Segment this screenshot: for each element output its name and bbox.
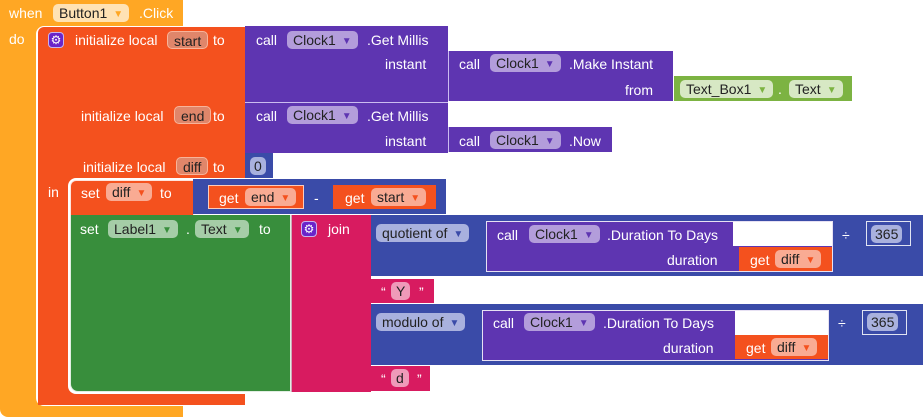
divide-operator: ÷ [838, 315, 846, 331]
end-var-dropdown[interactable]: end▼ [245, 188, 297, 206]
dot-label: . [778, 81, 782, 97]
initialize-local-bottom [38, 395, 245, 405]
modulo-op-dropdown[interactable]: modulo of▼ [376, 313, 466, 331]
chevron-down-icon: ▼ [544, 59, 555, 70]
in-label: in [48, 184, 59, 200]
chevron-down-icon: ▼ [805, 255, 816, 266]
chevron-down-icon: ▼ [341, 111, 352, 122]
clock1-dropdown[interactable]: Clock1▼ [524, 313, 595, 331]
clock1-dropdown[interactable]: Clock1▼ [287, 31, 358, 49]
start-var-dropdown[interactable]: start▼ [371, 188, 427, 206]
param-from-label: from [625, 82, 653, 98]
call-label: call [459, 56, 481, 72]
diff-var-dropdown[interactable]: diff▼ [771, 338, 818, 356]
init-local-label: initialize local [75, 32, 158, 48]
chevron-down-icon: ▼ [449, 318, 460, 329]
do-label: do [9, 31, 25, 47]
var-name-start[interactable]: start [167, 31, 209, 49]
button1-dropdown[interactable]: Button1▼ [53, 4, 130, 22]
chevron-down-icon: ▼ [453, 229, 464, 240]
param-instant-label: instant [385, 133, 427, 149]
when-label: when [9, 5, 43, 21]
var-name-end[interactable]: end [174, 106, 212, 124]
open-quote: “ [381, 371, 386, 387]
blank-area [733, 222, 832, 246]
clock1-dropdown[interactable]: Clock1▼ [287, 106, 358, 124]
chevron-down-icon: ▼ [757, 85, 768, 96]
minus-operator: - [314, 190, 319, 206]
text-property-dropdown[interactable]: Text▼ [789, 80, 843, 98]
method-label: .Get Millis [367, 32, 429, 48]
dot-label: . [186, 221, 190, 237]
chevron-down-icon: ▼ [341, 36, 352, 47]
method-label: .Now [569, 133, 601, 149]
to-label: to [160, 185, 172, 201]
number-field[interactable]: 0 [250, 157, 266, 175]
open-quote: “ [381, 284, 386, 300]
text-box1-dropdown[interactable]: Text_Box1▼ [680, 80, 774, 98]
label1-dropdown[interactable]: Label1▼ [108, 220, 178, 238]
param-duration-label: duration [667, 252, 718, 268]
to-label: to [259, 221, 271, 237]
chevron-down-icon: ▼ [410, 193, 421, 204]
set-label: set [80, 221, 99, 237]
set-label-text-block[interactable] [70, 215, 291, 392]
mutator-gear-icon[interactable]: ⚙ [301, 221, 317, 237]
clock1-dropdown[interactable]: Clock1▼ [490, 131, 561, 149]
param-duration-label: duration [663, 340, 714, 356]
chevron-down-icon: ▼ [826, 85, 837, 96]
chevron-down-icon: ▼ [136, 188, 147, 199]
init-local-label: initialize local [81, 108, 164, 124]
get-label: get [750, 252, 770, 268]
call-label: call [459, 133, 481, 149]
init-local-label: initialize local [83, 159, 166, 175]
call-label: call [493, 315, 515, 331]
text-literal-d[interactable]: d [391, 369, 409, 387]
to-label: to [213, 108, 225, 124]
chevron-down-icon: ▼ [280, 193, 291, 204]
method-label: .Duration To Days [603, 315, 715, 331]
text-literal-y[interactable]: Y [391, 282, 411, 300]
chevron-down-icon: ▼ [162, 225, 172, 236]
divide-operator: ÷ [842, 227, 850, 243]
text-property-dropdown[interactable]: Text▼ [195, 220, 249, 238]
clock1-dropdown[interactable]: Clock1▼ [490, 54, 561, 72]
method-label: .Make Instant [569, 56, 654, 72]
mutator-gear-icon[interactable]: ⚙ [48, 32, 64, 48]
chevron-down-icon: ▼ [113, 9, 124, 20]
close-quote: ” [417, 371, 422, 387]
call-label: call [497, 227, 519, 243]
var-name-diff[interactable]: diff [176, 157, 209, 175]
get-label: get [219, 190, 239, 206]
join-block[interactable] [291, 215, 371, 392]
call-label: call [256, 108, 278, 124]
to-label: to [213, 32, 225, 48]
param-instant-label: instant [385, 56, 427, 72]
chevron-down-icon: ▼ [583, 230, 594, 241]
event-name-label: .Click [139, 5, 174, 21]
chevron-down-icon: ▼ [578, 318, 589, 329]
quotient-op-dropdown[interactable]: quotient of▼ [376, 224, 470, 242]
method-label: .Duration To Days [607, 227, 719, 243]
chevron-down-icon: ▼ [544, 136, 555, 147]
chevron-down-icon: ▼ [801, 343, 812, 354]
number-field[interactable]: 365 [867, 313, 899, 331]
diff-var-dropdown[interactable]: diff▼ [775, 250, 822, 268]
blank-area [735, 311, 828, 335]
to-label: to [213, 159, 225, 175]
number-field[interactable]: 365 [871, 225, 903, 243]
set-label: set [81, 185, 100, 201]
chevron-down-icon: ▼ [232, 225, 243, 236]
get-label: get [746, 340, 766, 356]
call-label: call [256, 32, 278, 48]
clock1-dropdown[interactable]: Clock1▼ [529, 225, 600, 243]
get-label: get [345, 190, 365, 206]
method-label: .Get Millis [367, 108, 429, 124]
join-label: join [328, 221, 350, 237]
diff-var-dropdown[interactable]: diff▼ [106, 183, 153, 201]
close-quote: ” [419, 284, 424, 300]
